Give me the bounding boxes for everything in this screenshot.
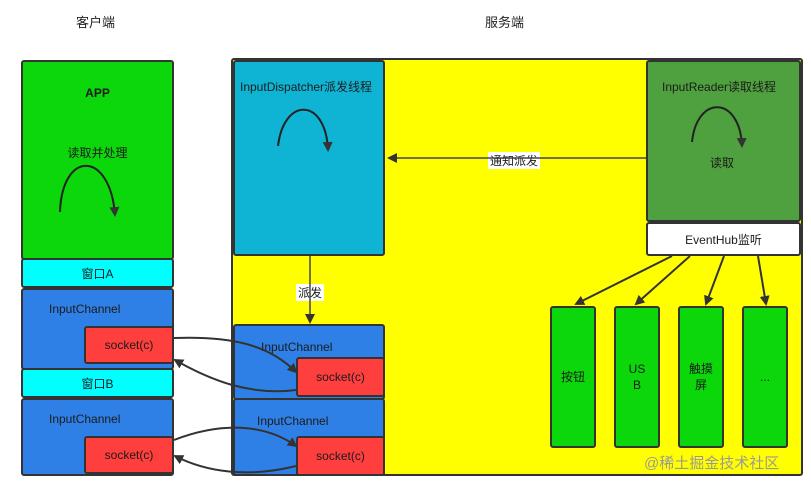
reader-title: InputReader读取线程 (662, 80, 777, 94)
reader-subtitle: 读取 (710, 156, 735, 170)
eventhub-box: EventHub监听 (646, 222, 801, 256)
watermark-text: @稀土掘金技术社区 (644, 455, 780, 472)
device-more: ... (742, 306, 788, 448)
server-channel-top-label: InputChannel (261, 340, 333, 354)
app-title: APP (85, 86, 110, 100)
app-box: APP 读取并处理 (21, 60, 174, 260)
device-touchscreen: 触摸 屏 (678, 306, 724, 448)
client-socket-a: socket(c) (84, 326, 174, 364)
client-socket-b-label: socket(c) (104, 448, 154, 462)
device-touch-label: 触摸 屏 (688, 362, 713, 392)
server-channel-bottom-label: InputChannel (257, 414, 329, 428)
device-more-label: ... (759, 370, 770, 384)
window-b-label: 窗口B (81, 376, 114, 391)
server-socket-bottom-label: socket(c) (316, 449, 365, 463)
server-socket-bottom: socket(c) (296, 436, 385, 476)
device-button-label: 按钮 (560, 370, 585, 384)
device-usb-label: US B (628, 362, 646, 392)
dispatcher-title: InputDispatcher派发线程 (240, 80, 373, 94)
window-b: 窗口B (21, 368, 174, 398)
input-reader-box: InputReader读取线程 读取 (646, 60, 801, 222)
client-channel-b-label: InputChannel (49, 412, 121, 426)
input-dispatcher-box: InputDispatcher派发线程 (233, 60, 385, 256)
server-socket-top: socket(c) (296, 357, 385, 397)
device-button: 按钮 (550, 306, 596, 448)
window-a-label: 窗口A (81, 266, 114, 281)
server-header: 服务端 (485, 15, 525, 30)
client-socket-a-label: socket(c) (104, 338, 154, 352)
eventhub-label: EventHub监听 (685, 232, 762, 247)
dispatch-label: 派发 (296, 284, 325, 301)
app-subtitle: 读取并处理 (67, 146, 128, 160)
notify-dispatch-label: 通知派发 (488, 152, 541, 169)
client-header: 客户端 (76, 15, 116, 30)
client-socket-b: socket(c) (84, 436, 174, 474)
server-socket-top-label: socket(c) (316, 370, 365, 384)
window-a: 窗口A (21, 258, 174, 288)
device-usb: US B (614, 306, 660, 448)
client-channel-a-label: InputChannel (49, 302, 121, 316)
